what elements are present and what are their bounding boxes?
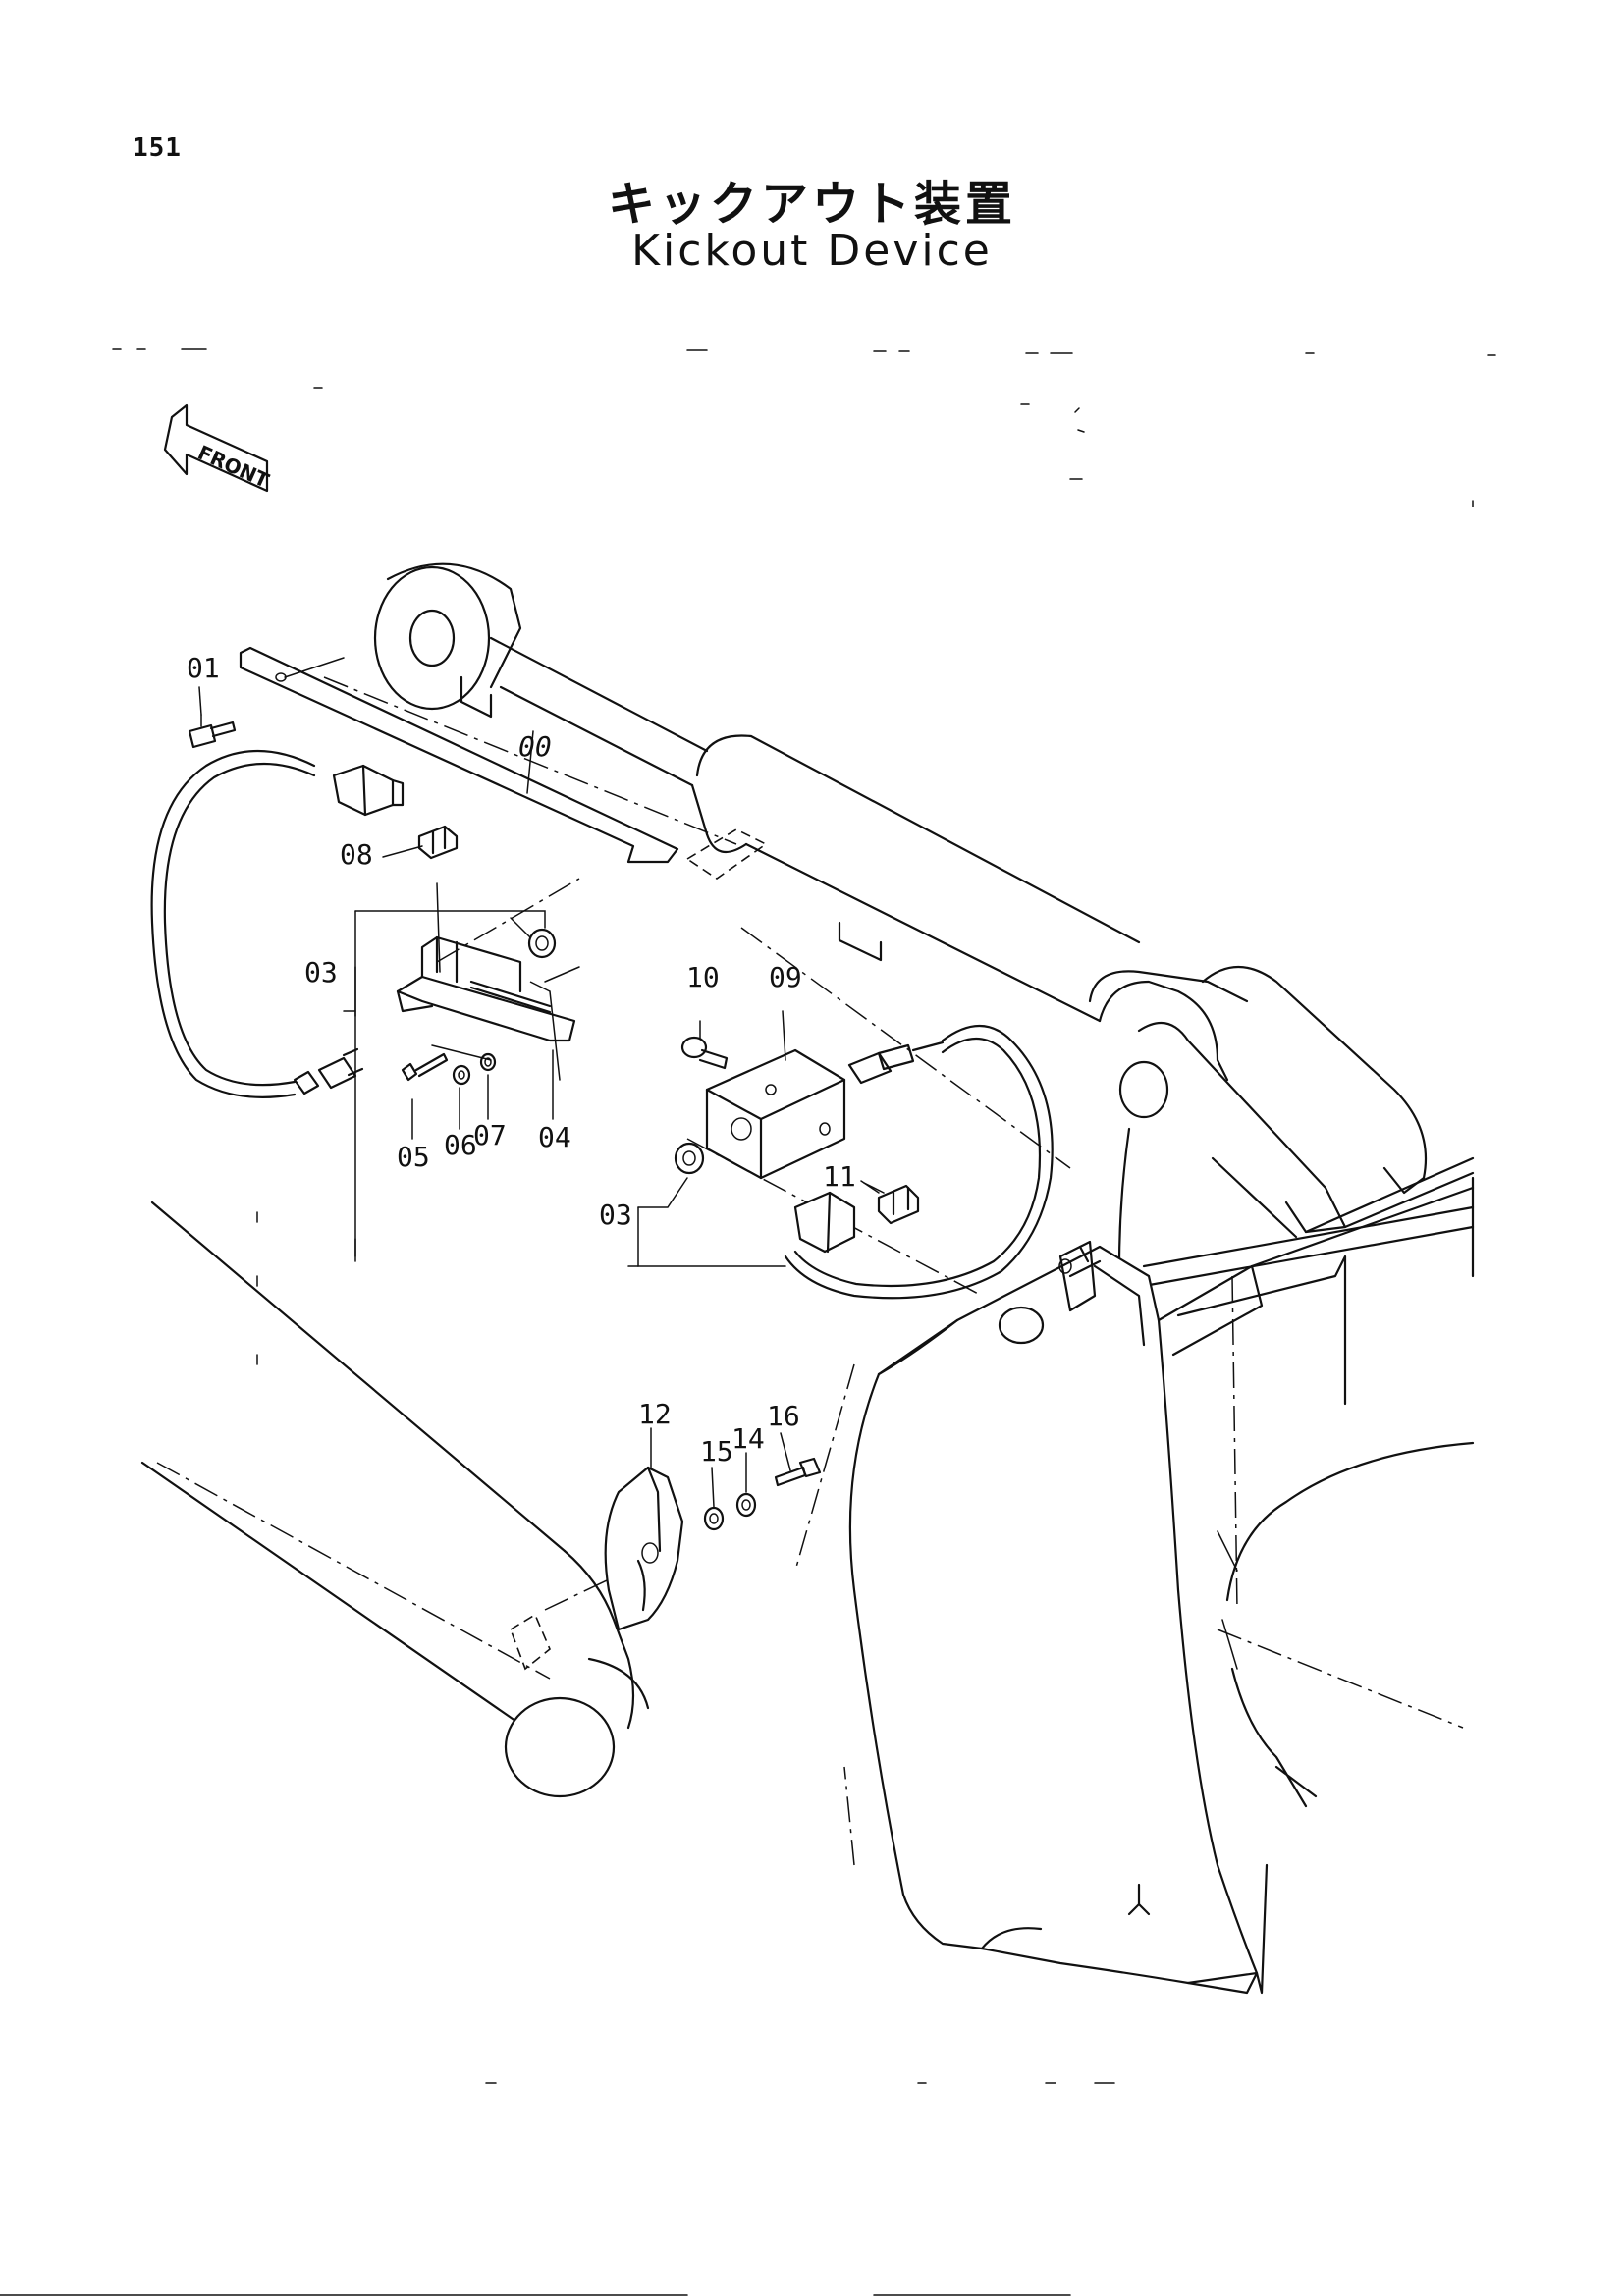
part-12-cam-plate [604,1466,684,1631]
callout-01: 01 [187,652,220,684]
front-arrow-label: FRONT [194,441,273,493]
callout-03-upper: 03 [304,956,338,988]
callout-16: 16 [767,1400,800,1432]
callout-labels: 00 01 03 03 04 05 06 07 08 09 10 11 12 1… [187,652,856,1468]
callout-14: 14 [731,1422,765,1455]
parts-14-15-16-hardware [703,1457,822,1531]
wire-harness-left [150,750,405,1098]
callout-08: 08 [340,838,373,871]
title-japanese: キックアウト装置 [607,177,1016,232]
callout-11: 11 [823,1160,856,1193]
boom-structure [848,965,1475,1995]
callout-12: 12 [638,1398,672,1430]
callout-00: 00 [518,730,552,763]
part-00-rod [239,646,679,864]
callout-09: 09 [769,961,802,993]
callout-06: 06 [444,1129,477,1161]
callout-10: 10 [686,961,720,993]
part-04-bracket [396,882,576,1081]
part-10-bolt [680,1036,729,1070]
leader-lines [198,686,880,1508]
scan-marks [112,348,1496,507]
sensor-03-right [784,1024,1054,1300]
callout-03-lower: 03 [599,1199,632,1231]
part-11-clip [863,1182,920,1225]
callout-04: 04 [538,1121,571,1153]
boom-cylinder [373,562,1249,1023]
part-01-bolt [188,714,237,749]
title-english: Kickout Device [631,226,993,276]
page-number: 151 [133,133,182,163]
part-08-clip [382,825,459,860]
callout-15: 15 [700,1435,733,1468]
mount-bracket-on-boom [998,1240,1146,1347]
bucket-arm [140,1201,650,1798]
callout-05: 05 [397,1141,430,1173]
parts-05-06-07-hardware [401,1044,497,1086]
bottom-marks [0,2082,1115,2296]
callout-07: 07 [473,1119,507,1151]
front-arrow: FRONT [163,403,273,493]
part-09-block [674,1048,846,1180]
